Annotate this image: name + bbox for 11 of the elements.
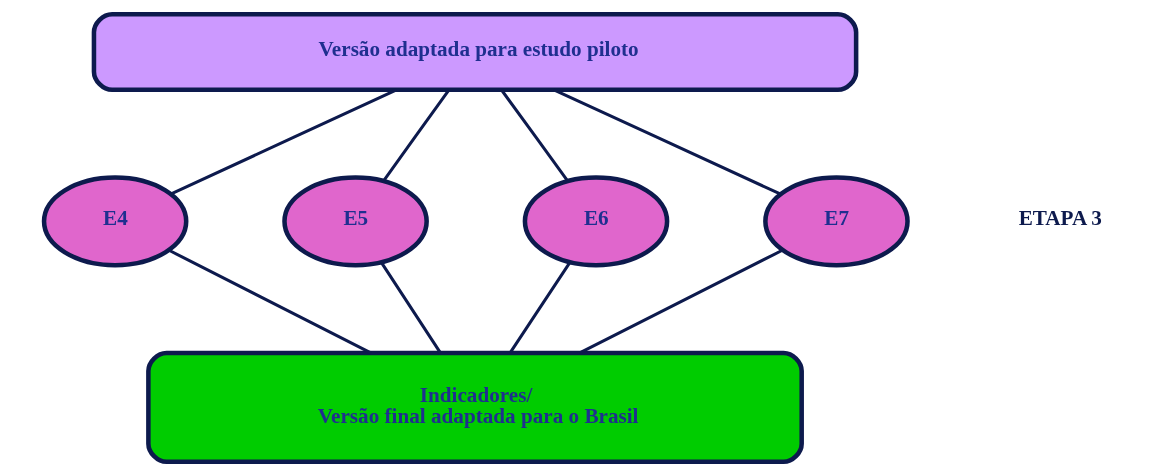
node-ellipse: E6 [522,175,669,268]
node-ellipse: E5 [281,175,429,268]
node-box: Indicadores/ Versão final adaptada para o Brasil [145,350,804,465]
node-box: Versão adaptada para estudo piloto [91,11,858,93]
connector [379,261,441,354]
connector [499,89,569,182]
connector [382,89,450,182]
label: ETAPA 3 [1018,206,1102,231]
node-ellipse: E7 [762,175,910,268]
node-ellipse: E4 [41,175,188,268]
connector [508,261,571,354]
